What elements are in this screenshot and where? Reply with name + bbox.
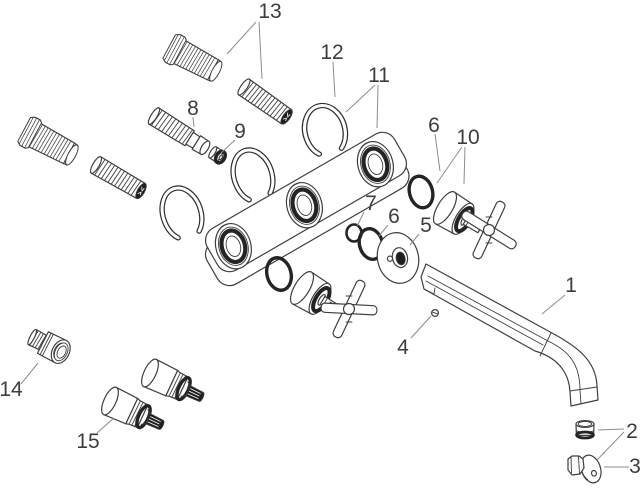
label-6-lower: 6 [388,205,400,228]
part-escutcheon-plate-11 [204,131,410,287]
leader-9 [220,139,236,154]
plate-hole-center [285,182,323,229]
part-aerator-2 [575,420,595,440]
leader-11a [345,84,376,113]
label-14: 14 [0,378,23,401]
part-cross-handle-upper [459,199,519,261]
leader-1 [541,294,566,315]
part-oring-7 [345,223,363,243]
label-10: 10 [456,126,479,149]
label-9: 9 [234,120,246,143]
leader-13a [226,21,257,55]
leader-2b [596,431,625,461]
leader-15 [96,417,115,434]
plate-hole-right [356,141,394,188]
label-7: 7 [365,192,377,215]
leader-2a [597,428,625,431]
part-service-key-3 [567,454,602,484]
leader-12 [332,61,336,98]
leader-4 [410,315,432,339]
label-2: 2 [626,420,638,443]
part-rosette-disc-5 [376,232,420,284]
part-set-screw-4 [431,309,440,318]
part-cross-handle-lower [320,278,378,340]
label-15: 15 [76,430,99,453]
leader-14 [20,362,39,385]
label-6-upper: 6 [428,114,440,137]
part-adapter-14 [27,328,71,365]
leader-6-lower [378,224,389,237]
label-4: 4 [397,336,409,359]
leader-6-upper [434,133,441,172]
label-5: 5 [420,214,432,237]
plate-hole-left [214,223,252,270]
part-bushing-9 [208,146,228,165]
leader-10a [436,146,463,184]
part-spout-1 [420,263,599,407]
label-11: 11 [368,64,390,87]
leader-5 [409,233,420,246]
leader-13b [258,21,263,80]
label-13: 13 [258,0,281,23]
label-12: 12 [320,41,343,64]
label-3: 3 [629,455,640,478]
leader-11b [376,84,379,129]
part-oring-left [264,256,294,292]
leader-lines [20,21,629,468]
leader-7 [356,211,365,227]
label-8: 8 [187,97,199,120]
part-threaded-rod-8 [147,107,211,156]
leader-8 [192,116,195,128]
label-1: 1 [565,274,577,297]
part-oring-6-upper [407,174,435,210]
part-labels: 13 12 11 8 9 6 10 7 6 5 1 4 2 3 14 15 [0,0,640,478]
leader-10b [463,146,466,185]
